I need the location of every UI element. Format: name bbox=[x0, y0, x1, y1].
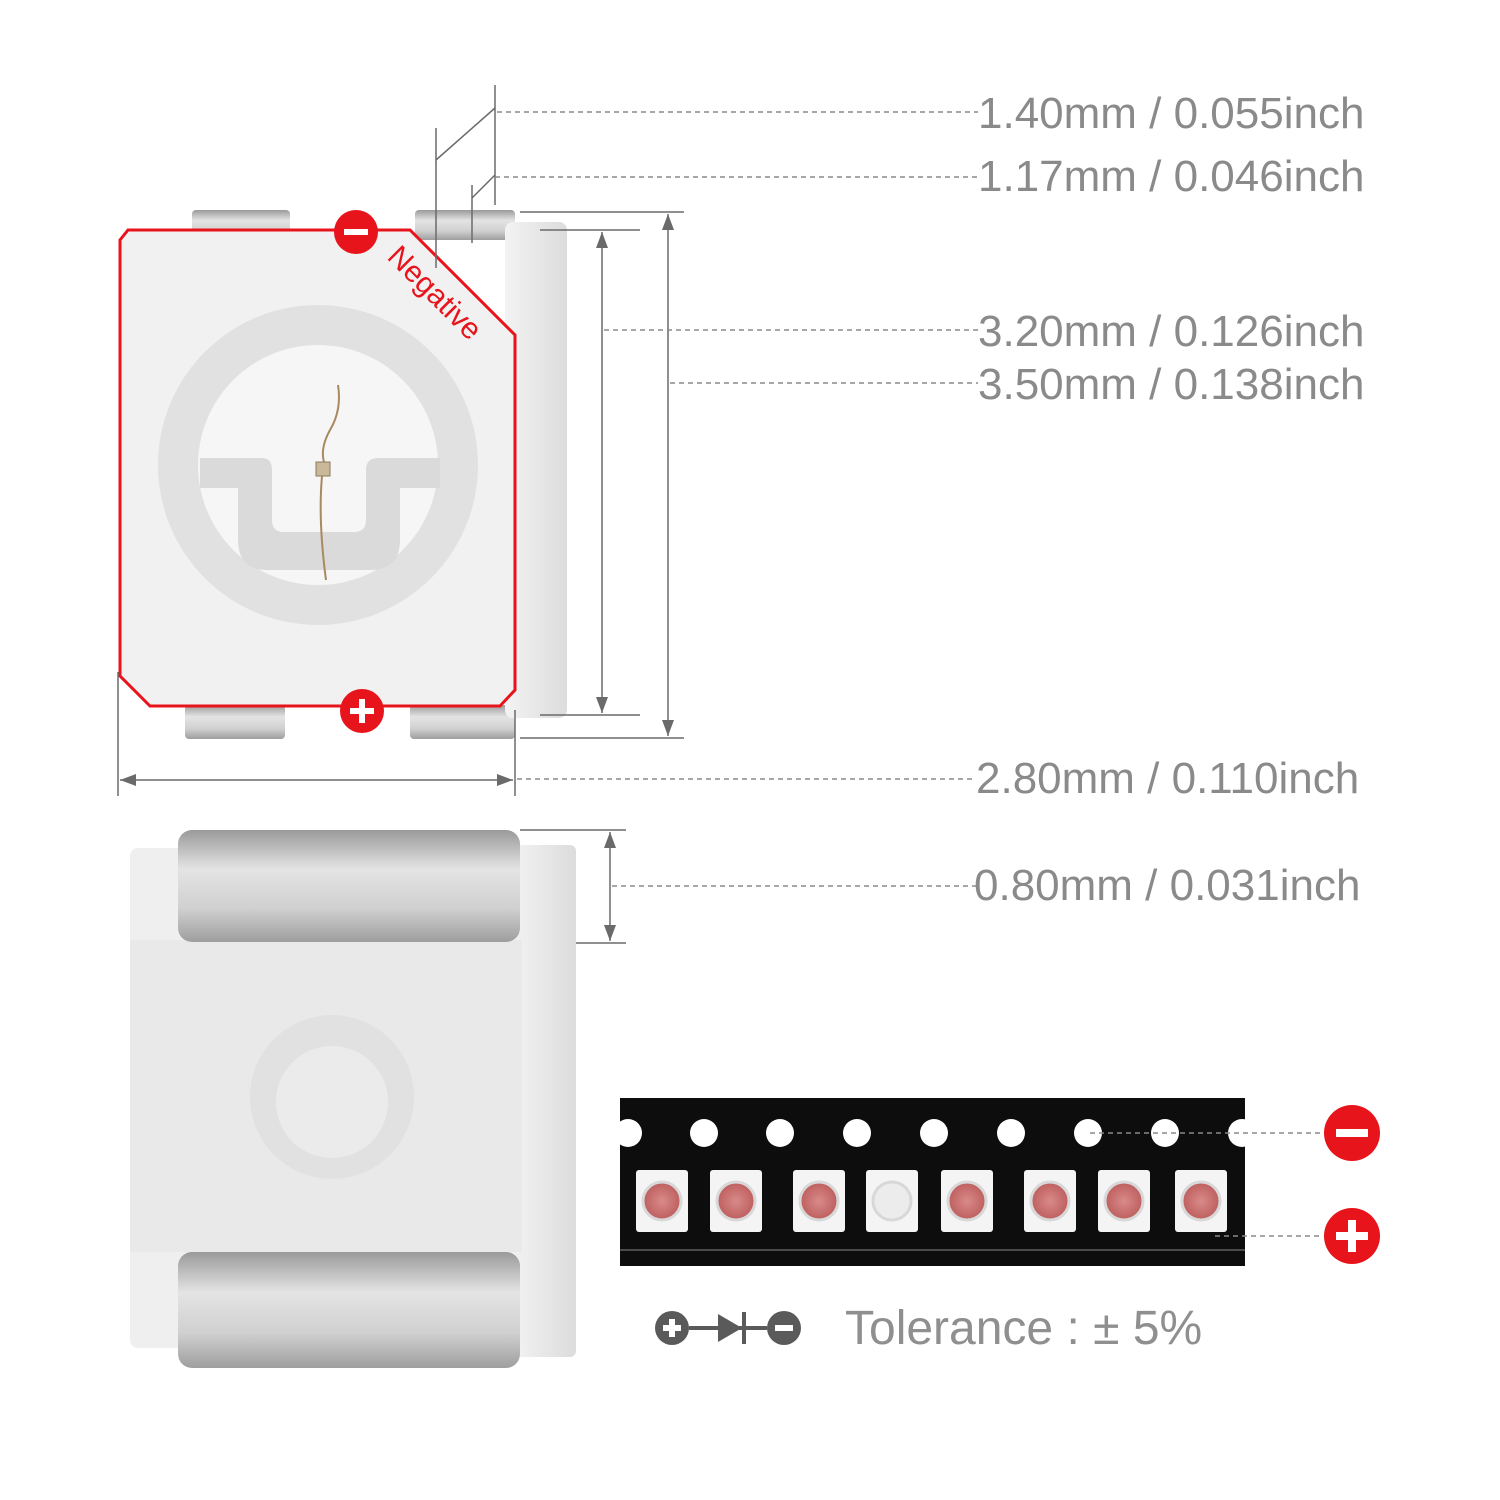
tape-led-lens bbox=[1103, 1180, 1145, 1222]
tape-led-lens bbox=[871, 1180, 913, 1222]
arrow-2-80-right bbox=[497, 774, 513, 786]
sprocket-hole bbox=[843, 1119, 871, 1147]
arrow-0-80-bottom bbox=[604, 925, 616, 941]
tape-led bbox=[866, 1170, 918, 1232]
bottom-left-pad bbox=[185, 705, 285, 739]
diode-symbol-icon bbox=[655, 1311, 801, 1345]
sprocket-holes bbox=[614, 1119, 1256, 1147]
minus-bar bbox=[344, 229, 368, 235]
dimension-leaders bbox=[495, 111, 978, 887]
arrow-0-80-top bbox=[604, 832, 616, 848]
led-bottom-view bbox=[130, 830, 576, 1368]
sprocket-hole bbox=[920, 1119, 948, 1147]
bottom-right-pad bbox=[410, 705, 515, 739]
dimension-lines bbox=[117, 85, 684, 944]
sprocket-hole bbox=[614, 1119, 642, 1147]
tape-led bbox=[1175, 1170, 1227, 1232]
tape-led bbox=[1024, 1170, 1076, 1232]
dim-label-3-20: 3.20mm / 0.126inch bbox=[978, 307, 1364, 356]
top-right-pad bbox=[415, 210, 515, 240]
dimension-arrows bbox=[120, 214, 674, 941]
diode-triangle bbox=[718, 1314, 742, 1342]
tape-led-lens bbox=[641, 1180, 683, 1222]
dim-label-3-50: 3.50mm / 0.138inch bbox=[978, 360, 1364, 409]
package-outline bbox=[118, 228, 517, 708]
tape-leds bbox=[636, 1170, 1227, 1232]
tape-plus-bar-v bbox=[1348, 1220, 1356, 1252]
sprocket-hole bbox=[1228, 1119, 1256, 1147]
dim-label-2-80: 2.80mm / 0.110inch bbox=[976, 754, 1359, 803]
bottom-lower-pad bbox=[178, 1252, 520, 1368]
diode-minus-bar bbox=[775, 1325, 793, 1331]
tape-led-lens bbox=[946, 1180, 988, 1222]
diode-plus-v bbox=[669, 1319, 675, 1337]
tape-led bbox=[1098, 1170, 1150, 1232]
tape-led-lens bbox=[715, 1180, 757, 1222]
plus-bar-v bbox=[359, 699, 365, 723]
tape-minus-bar bbox=[1336, 1129, 1368, 1137]
tape-led bbox=[636, 1170, 688, 1232]
arrow-2-80-left bbox=[120, 774, 136, 786]
sprocket-hole bbox=[1074, 1119, 1102, 1147]
lead-frame bbox=[200, 458, 440, 570]
tape-led-lens bbox=[1029, 1180, 1071, 1222]
arrow-3-20-bottom bbox=[596, 697, 608, 713]
bottom-package-side bbox=[512, 845, 576, 1357]
sprocket-hole bbox=[690, 1119, 718, 1147]
led-chip bbox=[315, 461, 331, 477]
package-side bbox=[505, 222, 567, 718]
dim-1-40-oblique bbox=[435, 107, 496, 161]
arrow-3-50-bottom bbox=[662, 720, 674, 736]
tolerance-label: Tolerance : ± 5% bbox=[845, 1302, 1202, 1355]
dim-1-17-oblique bbox=[471, 174, 496, 199]
arrow-3-20-top bbox=[596, 232, 608, 248]
tape-led-lens bbox=[1180, 1180, 1222, 1222]
tape-led-lens bbox=[798, 1180, 840, 1222]
led-top-view: Negative bbox=[118, 210, 567, 739]
arrow-3-50-top bbox=[662, 214, 674, 230]
dim-label-0-80: 0.80mm / 0.031inch bbox=[974, 861, 1360, 910]
dim-label-1-17: 1.17mm / 0.046inch bbox=[978, 152, 1364, 201]
tape-led bbox=[793, 1170, 845, 1232]
led-tape-strip bbox=[614, 1098, 1256, 1266]
sprocket-hole bbox=[766, 1119, 794, 1147]
bond-wire-bottom bbox=[319, 475, 327, 581]
tape-led bbox=[710, 1170, 762, 1232]
sprocket-hole bbox=[997, 1119, 1025, 1147]
bottom-top-pad bbox=[178, 830, 520, 942]
bottom-lens-center bbox=[276, 1046, 388, 1158]
dim-label-1-40: 1.40mm / 0.055inch bbox=[978, 89, 1364, 138]
tape-led bbox=[941, 1170, 993, 1232]
bond-wire-top bbox=[321, 384, 340, 463]
